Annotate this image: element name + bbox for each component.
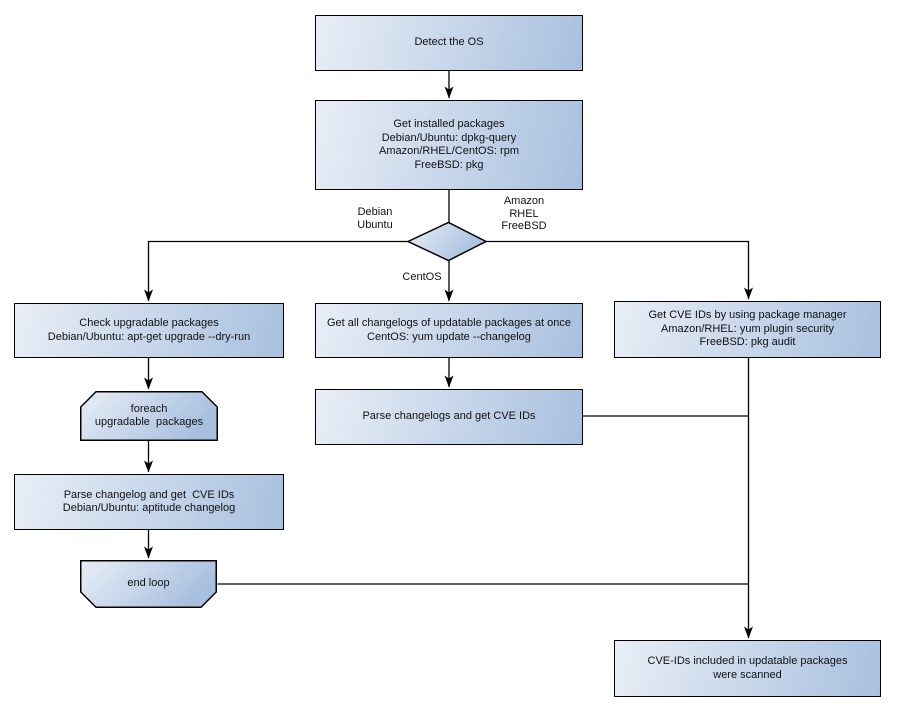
node-foreach-upgradable-packages: foreach upgradable packages (94, 402, 204, 429)
end-loop-shape (80, 560, 217, 608)
node-get-all-changelogs: Get all changelogs of updatable packages… (315, 303, 583, 358)
node-end-loop: end loop (127, 577, 170, 590)
edge-label-amazon-rhel-freebsd: Amazon RHEL FreeBSD (501, 195, 547, 232)
edge-decision-to-check (144, 240, 408, 302)
foreach-loop-shape (80, 391, 218, 441)
decision-diamond (406, 221, 488, 262)
node-parse-changelogs-get-cve-ids: Parse changelogs and get CVE IDs (315, 389, 583, 445)
edge-label-centos: CentOS (402, 271, 442, 283)
node-detect-os: Detect the OS (315, 15, 583, 71)
node-parse-changelog-aptitude: Parse changelog and get CVE IDs Debian/U… (14, 474, 284, 530)
edge-label-debian-ubuntu: Debian Ubuntu (357, 206, 393, 231)
node-check-upgradable-packages: Check upgradable packages Debian/Ubuntu:… (14, 303, 284, 358)
node-get-cve-ids-package-manager: Get CVE IDs by using package manager Ama… (614, 301, 881, 358)
node-cve-ids-scanned: CVE-IDs included in updatable packages w… (614, 640, 881, 697)
edge-decision-to-cvepm (485, 240, 753, 300)
node-get-installed-packages: Get installed packages Debian/Ubuntu: dp… (315, 100, 583, 190)
